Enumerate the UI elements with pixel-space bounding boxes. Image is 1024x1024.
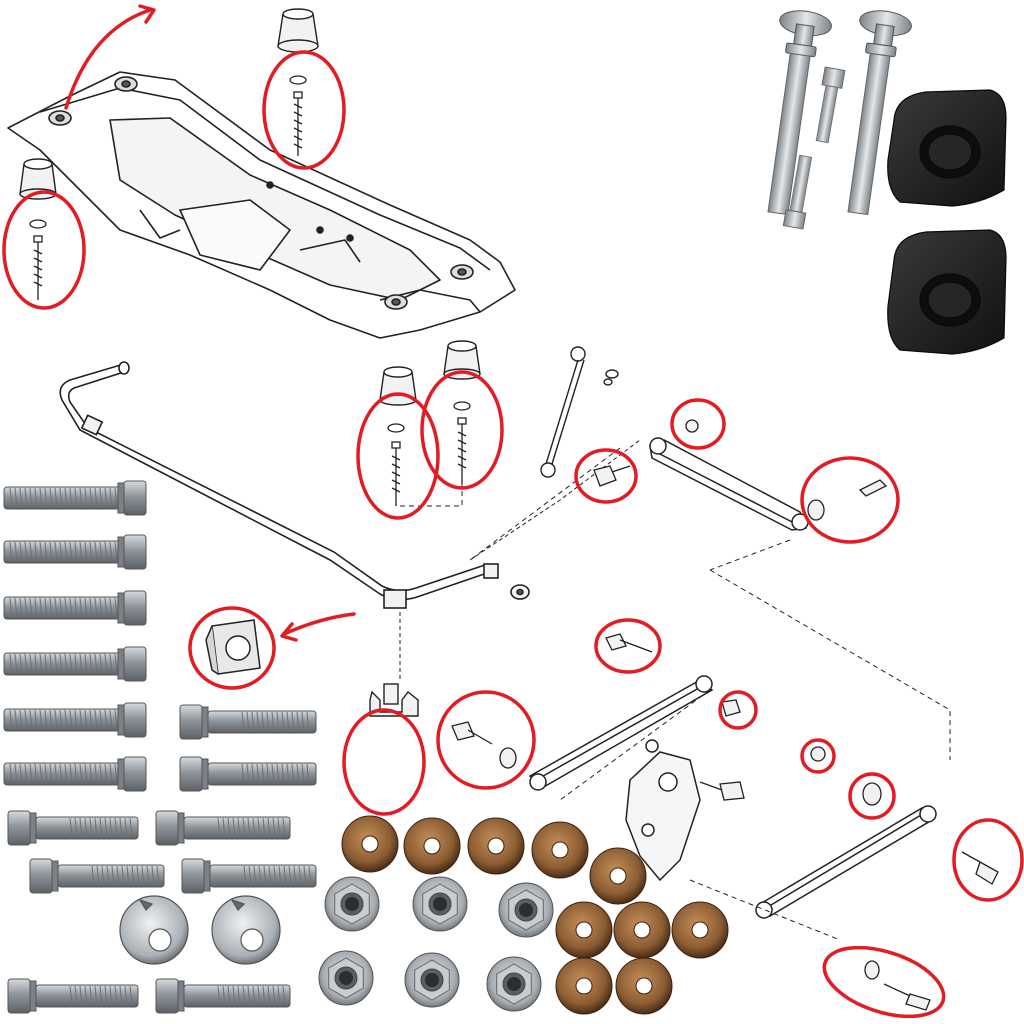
copper-washer: [589, 847, 647, 905]
arm-fasteners: [451, 419, 999, 1011]
flange-nut: [318, 950, 374, 1006]
subframe-diagram: [7, 71, 516, 339]
flange-nut: [324, 876, 380, 932]
copper-washer: [403, 817, 461, 875]
hex-flange-bolt: [181, 858, 317, 894]
anti-roll-bar-bush-drawing: [205, 619, 261, 675]
anti-roll-bar-clamp: [369, 683, 419, 717]
copper-washer: [613, 901, 671, 959]
hex-flange-bolt: [3, 702, 147, 738]
arm-diagram: [528, 437, 937, 919]
copper-washer: [467, 817, 525, 875]
copper-washers: [341, 815, 729, 1015]
hex-flange-bolt: [3, 590, 147, 626]
flange-nut: [498, 882, 554, 938]
hex-flange-bolts: [3, 480, 317, 1014]
subframe-bush-left: [19, 158, 57, 200]
hex-flange-bolt: [3, 480, 147, 516]
hex-flange-bolt: [179, 756, 317, 792]
cam-bolt: [767, 10, 912, 216]
hex-flange-bolt: [3, 646, 147, 682]
small-bolt: [782, 66, 846, 230]
copper-washer: [531, 821, 589, 879]
anti-roll-bar-bush: [887, 89, 1007, 355]
flange-nut: [404, 952, 460, 1008]
copper-washer: [615, 957, 673, 1015]
subframe-bolt: [29, 75, 471, 506]
copper-washer: [555, 957, 613, 1015]
hex-flange-bolt: [3, 756, 147, 792]
callout-arrow: [64, 4, 356, 642]
hex-flange-bolt: [3, 534, 147, 570]
flange-nut: [486, 956, 542, 1012]
hex-flange-bolt: [7, 810, 139, 846]
flange-nut: [412, 876, 468, 932]
hex-flange-bolt: [7, 978, 139, 1014]
anti-roll-bar-diagram: [59, 361, 641, 680]
eccentric-cam-washer: [119, 895, 281, 965]
hex-flange-bolt: [29, 858, 165, 894]
flange-nuts: [318, 876, 554, 1012]
subframe-bush-top: [277, 8, 319, 53]
hex-flange-bolt: [155, 978, 291, 1014]
hex-flange-bolt: [179, 704, 317, 740]
drop-link: [540, 346, 619, 478]
callout-circle: [2, 50, 1024, 1019]
copper-washer: [555, 901, 613, 959]
copper-washer: [671, 901, 729, 959]
hex-flange-bolt: [155, 810, 291, 846]
copper-washer: [341, 815, 399, 873]
